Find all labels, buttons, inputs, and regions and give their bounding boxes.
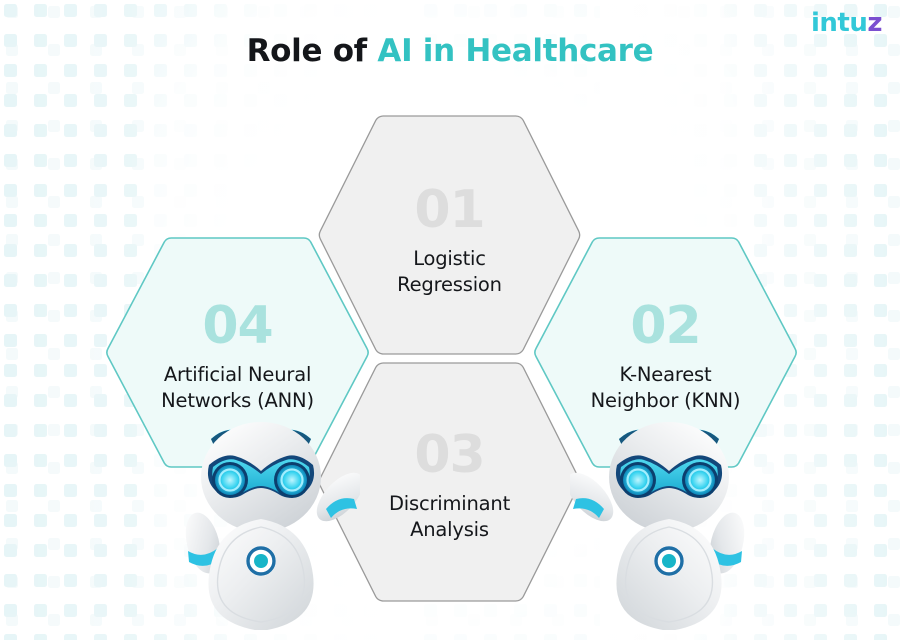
hexagon-item-01[interactable]: 01 Logistic Regression [317,113,582,357]
logo-main-text: intu [810,8,868,38]
hexagon-shape-01 [318,115,581,355]
robot-body [616,519,722,630]
page-title-plain: Role of [246,33,378,69]
page-title-accent: AI in Healthcare [377,33,654,69]
page-title: Role of AI in Healthcare [0,33,900,69]
robot-body [208,519,314,630]
robot-mascot-left [185,422,360,630]
robot-mascot-right [570,422,745,630]
logo-accent-text: z [867,8,882,38]
intuz-logo: intuz [810,8,883,38]
